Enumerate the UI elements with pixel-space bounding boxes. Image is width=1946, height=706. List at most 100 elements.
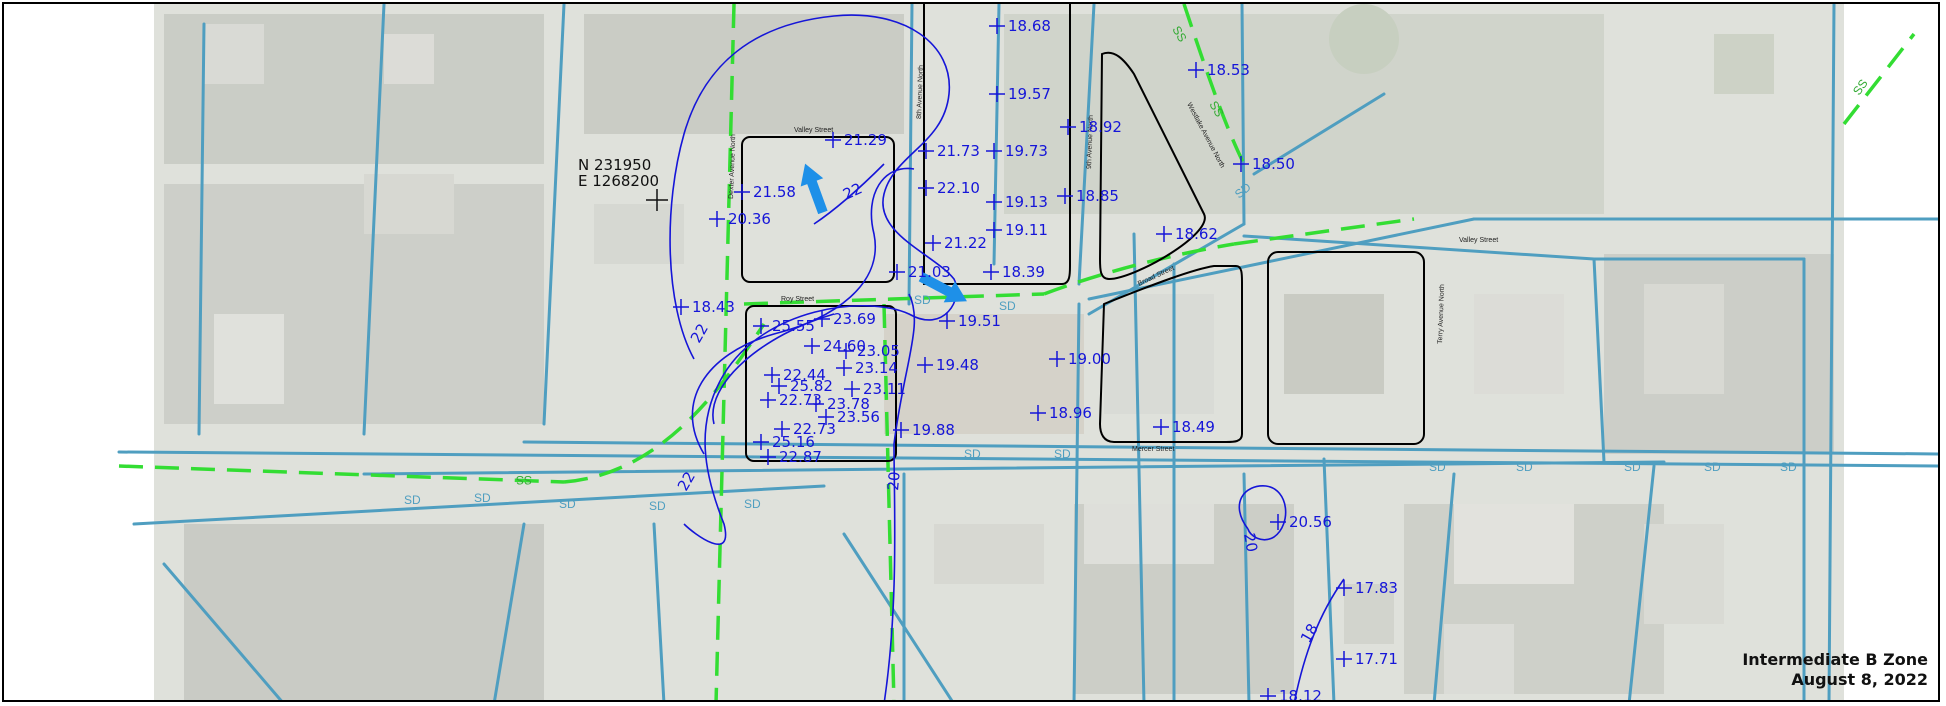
well-elevation-label: 22.73 bbox=[793, 420, 836, 438]
storm-drain-label: SD bbox=[559, 497, 576, 511]
well-elevation-label: 19.88 bbox=[912, 421, 955, 439]
contour-label: 20 bbox=[884, 471, 904, 492]
flow-arrow-north bbox=[800, 163, 828, 215]
storm-drain-label: SD bbox=[999, 299, 1016, 313]
monitoring-well: 18.50 bbox=[1233, 155, 1295, 173]
monitoring-well: 23.14 bbox=[836, 359, 898, 377]
monitoring-well: 18.49 bbox=[1153, 418, 1215, 436]
well-elevation-label: 21.58 bbox=[753, 183, 796, 201]
monitoring-well: 21.73 bbox=[918, 142, 980, 160]
monitoring-well: 21.03 bbox=[889, 263, 951, 281]
well-elevation-label: 23.69 bbox=[833, 310, 876, 328]
well-elevation-label: 25.16 bbox=[772, 433, 815, 451]
storm-drain-label: SD bbox=[1704, 460, 1721, 474]
well-elevation-label: 24.60 bbox=[823, 337, 866, 355]
monitoring-well: 17.71 bbox=[1336, 650, 1398, 668]
well-elevation-label: 19.57 bbox=[1008, 85, 1051, 103]
monitoring-well: 23.78 bbox=[808, 395, 870, 413]
monitoring-well: 24.60 bbox=[804, 337, 866, 355]
well-elevation-label: 22.44 bbox=[783, 366, 826, 384]
well-elevation-label: 19.00 bbox=[1068, 350, 1111, 368]
monitoring-well: 18.12 bbox=[1260, 687, 1322, 702]
well-elevation-label: 18.39 bbox=[1002, 263, 1045, 281]
well-elevation-label: 23.14 bbox=[855, 359, 898, 377]
aerial-imagery bbox=[154, 4, 1844, 700]
well-elevation-label: 25.82 bbox=[790, 377, 833, 395]
northing-label: N 231950 bbox=[578, 156, 651, 174]
monitoring-well: 19.48 bbox=[917, 356, 979, 374]
well-elevation-label: 18.85 bbox=[1076, 187, 1119, 205]
well-elevation-label: 20.36 bbox=[728, 210, 771, 228]
well-elevation-label: 17.83 bbox=[1355, 579, 1398, 597]
monitoring-well: 19.11 bbox=[986, 221, 1048, 239]
well-elevation-label: 21.29 bbox=[844, 131, 887, 149]
monitoring-well: 19.57 bbox=[989, 85, 1051, 103]
monitoring-well: 18.39 bbox=[983, 263, 1045, 281]
monitoring-well: 18.53 bbox=[1188, 61, 1250, 79]
monitoring-well: 20.56 bbox=[1270, 513, 1332, 531]
storm-drain-label: SD bbox=[474, 491, 491, 505]
monitoring-well: 23.56 bbox=[818, 408, 880, 426]
monitoring-well: 18.68 bbox=[989, 17, 1051, 35]
well-elevation-label: 18.43 bbox=[692, 298, 735, 316]
flow-arrow-east bbox=[918, 272, 967, 303]
monitoring-well: 23.05 bbox=[838, 342, 900, 360]
monitoring-well: 21.58 bbox=[734, 183, 796, 201]
well-elevation-label: 21.22 bbox=[944, 234, 987, 252]
well-elevation-label: 19.11 bbox=[1005, 221, 1048, 239]
well-elevation-label: 23.56 bbox=[837, 408, 880, 426]
storm-drain-label: SD bbox=[1516, 460, 1533, 474]
monitoring-well: 18.85 bbox=[1057, 187, 1119, 205]
monitoring-wells: 18.68 18.53 19.57 18.92 21.29 21.73 19.73 18.50… bbox=[673, 17, 1398, 702]
storm-drain-lines bbox=[117, 4, 1938, 700]
well-elevation-label: 21.03 bbox=[908, 263, 951, 281]
sanitary-sewer-label: SS bbox=[516, 473, 532, 487]
storm-drain-label: SD bbox=[1780, 460, 1797, 474]
storm-drain-label: SD bbox=[914, 293, 931, 307]
groundwater-contour-map: 22 22 22 20 20 18 SD SD SD SD SD SD SD S… bbox=[117, 4, 1938, 702]
monitoring-well: 22.73 bbox=[774, 420, 836, 438]
street-label: 8th Avenue North bbox=[916, 65, 925, 119]
well-elevation-label: 18.53 bbox=[1207, 61, 1250, 79]
well-elevation-label: 23.78 bbox=[827, 395, 870, 413]
street-label: Mercer Street bbox=[1132, 446, 1174, 453]
well-elevation-label: 18.62 bbox=[1175, 225, 1218, 243]
street-label: Valley Street bbox=[794, 127, 833, 134]
well-elevation-label: 18.68 bbox=[1008, 17, 1051, 35]
well-elevation-label: 19.13 bbox=[1005, 193, 1048, 211]
monitoring-well: 23.69 bbox=[814, 310, 876, 328]
zone-title: Intermediate B Zone bbox=[1742, 650, 1928, 669]
monitoring-well: 23.11 bbox=[844, 380, 906, 398]
well-elevation-label: 19.48 bbox=[936, 356, 979, 374]
well-elevation-label: 23.11 bbox=[863, 380, 906, 398]
coordinate-marker: N 231950 E 1268200 bbox=[578, 156, 668, 211]
monitoring-well: 25.82 bbox=[771, 377, 833, 395]
monitoring-well: 18.96 bbox=[1030, 404, 1092, 422]
storm-drain-label: SD bbox=[649, 499, 666, 513]
street-label: Dexter Avenue North bbox=[728, 134, 737, 199]
well-elevation-label: 18.49 bbox=[1172, 418, 1215, 436]
storm-drain-label: SD bbox=[744, 497, 761, 511]
street-label: 9th Avenue North bbox=[1086, 115, 1095, 169]
monitoring-well: 20.36 bbox=[709, 210, 771, 228]
storm-drain-label: SD bbox=[1054, 447, 1071, 461]
building-outlines bbox=[741, 4, 1425, 462]
well-elevation-label: 18.50 bbox=[1252, 155, 1295, 173]
monitoring-well: 25.16 bbox=[753, 433, 815, 451]
monitoring-well: 19.88 bbox=[893, 421, 955, 439]
groundwater-contours bbox=[669, 14, 1345, 700]
monitoring-well: 19.13 bbox=[986, 193, 1048, 211]
map-date: August 8, 2022 bbox=[1791, 670, 1928, 689]
monitoring-well: 18.62 bbox=[1156, 225, 1218, 243]
flow-arrows bbox=[800, 163, 967, 303]
well-elevation-label: 18.12 bbox=[1279, 687, 1322, 702]
well-elevation-label: 18.92 bbox=[1079, 118, 1122, 136]
contour-label: 20 bbox=[1240, 532, 1261, 554]
monitoring-well: 22.10 bbox=[918, 179, 980, 197]
well-elevation-label: 19.73 bbox=[1005, 142, 1048, 160]
storm-drain-label: SD bbox=[404, 493, 421, 507]
monitoring-well: 19.51 bbox=[939, 312, 1001, 330]
monitoring-well: 21.22 bbox=[925, 234, 987, 252]
monitoring-well: 18.92 bbox=[1060, 118, 1122, 136]
